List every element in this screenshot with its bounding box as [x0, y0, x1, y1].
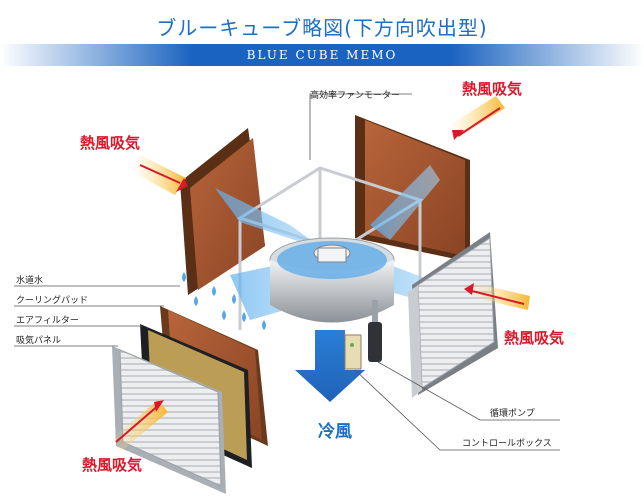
- pump-label: 循環ポンプ: [490, 407, 535, 419]
- hot-air-arrow-bottom-left: [110, 400, 168, 452]
- air-filter-label: エアフィルター: [16, 315, 79, 326]
- hot-air-label-top-right: 熱風吸気: [462, 80, 522, 98]
- cool-air-down-arrow: [295, 330, 365, 402]
- cold-air-label: 冷風: [318, 421, 352, 442]
- cooling-pad-label: クーリングパッド: [16, 294, 88, 306]
- page-title: ブルーキューブ略図(下方向吹出型): [156, 16, 488, 40]
- circulation-pump: [368, 300, 382, 362]
- water-label: 水道水: [16, 274, 43, 286]
- subtitle-banner: BLUE CUBE MEMO: [0, 44, 644, 66]
- hot-air-arrow-right: [464, 282, 530, 310]
- back-left-cooling-pad: [180, 128, 265, 295]
- motor-label: 高効率ファンモーター: [310, 89, 400, 101]
- leader-lines: [14, 93, 560, 451]
- subtitle-text: BLUE CUBE MEMO: [246, 48, 398, 62]
- hot-air-arrow-top-right: [448, 96, 505, 140]
- control-box: [344, 334, 362, 370]
- front-intake-panel: [112, 346, 226, 494]
- hot-air-label-bottom-left: 熱風吸気: [82, 456, 142, 474]
- hot-air-label-top-left: 熱風吸気: [80, 134, 140, 152]
- fan-drum: [269, 237, 395, 323]
- hot-air-label-right: 熱風吸気: [504, 329, 564, 347]
- intake-panel-label: 吸気パネル: [16, 334, 61, 346]
- water-drops: [182, 272, 266, 330]
- hot-air-arrow-top-left: [132, 155, 188, 195]
- right-intake-panel: [408, 232, 498, 398]
- control-box-label: コントロールボックス: [462, 438, 552, 449]
